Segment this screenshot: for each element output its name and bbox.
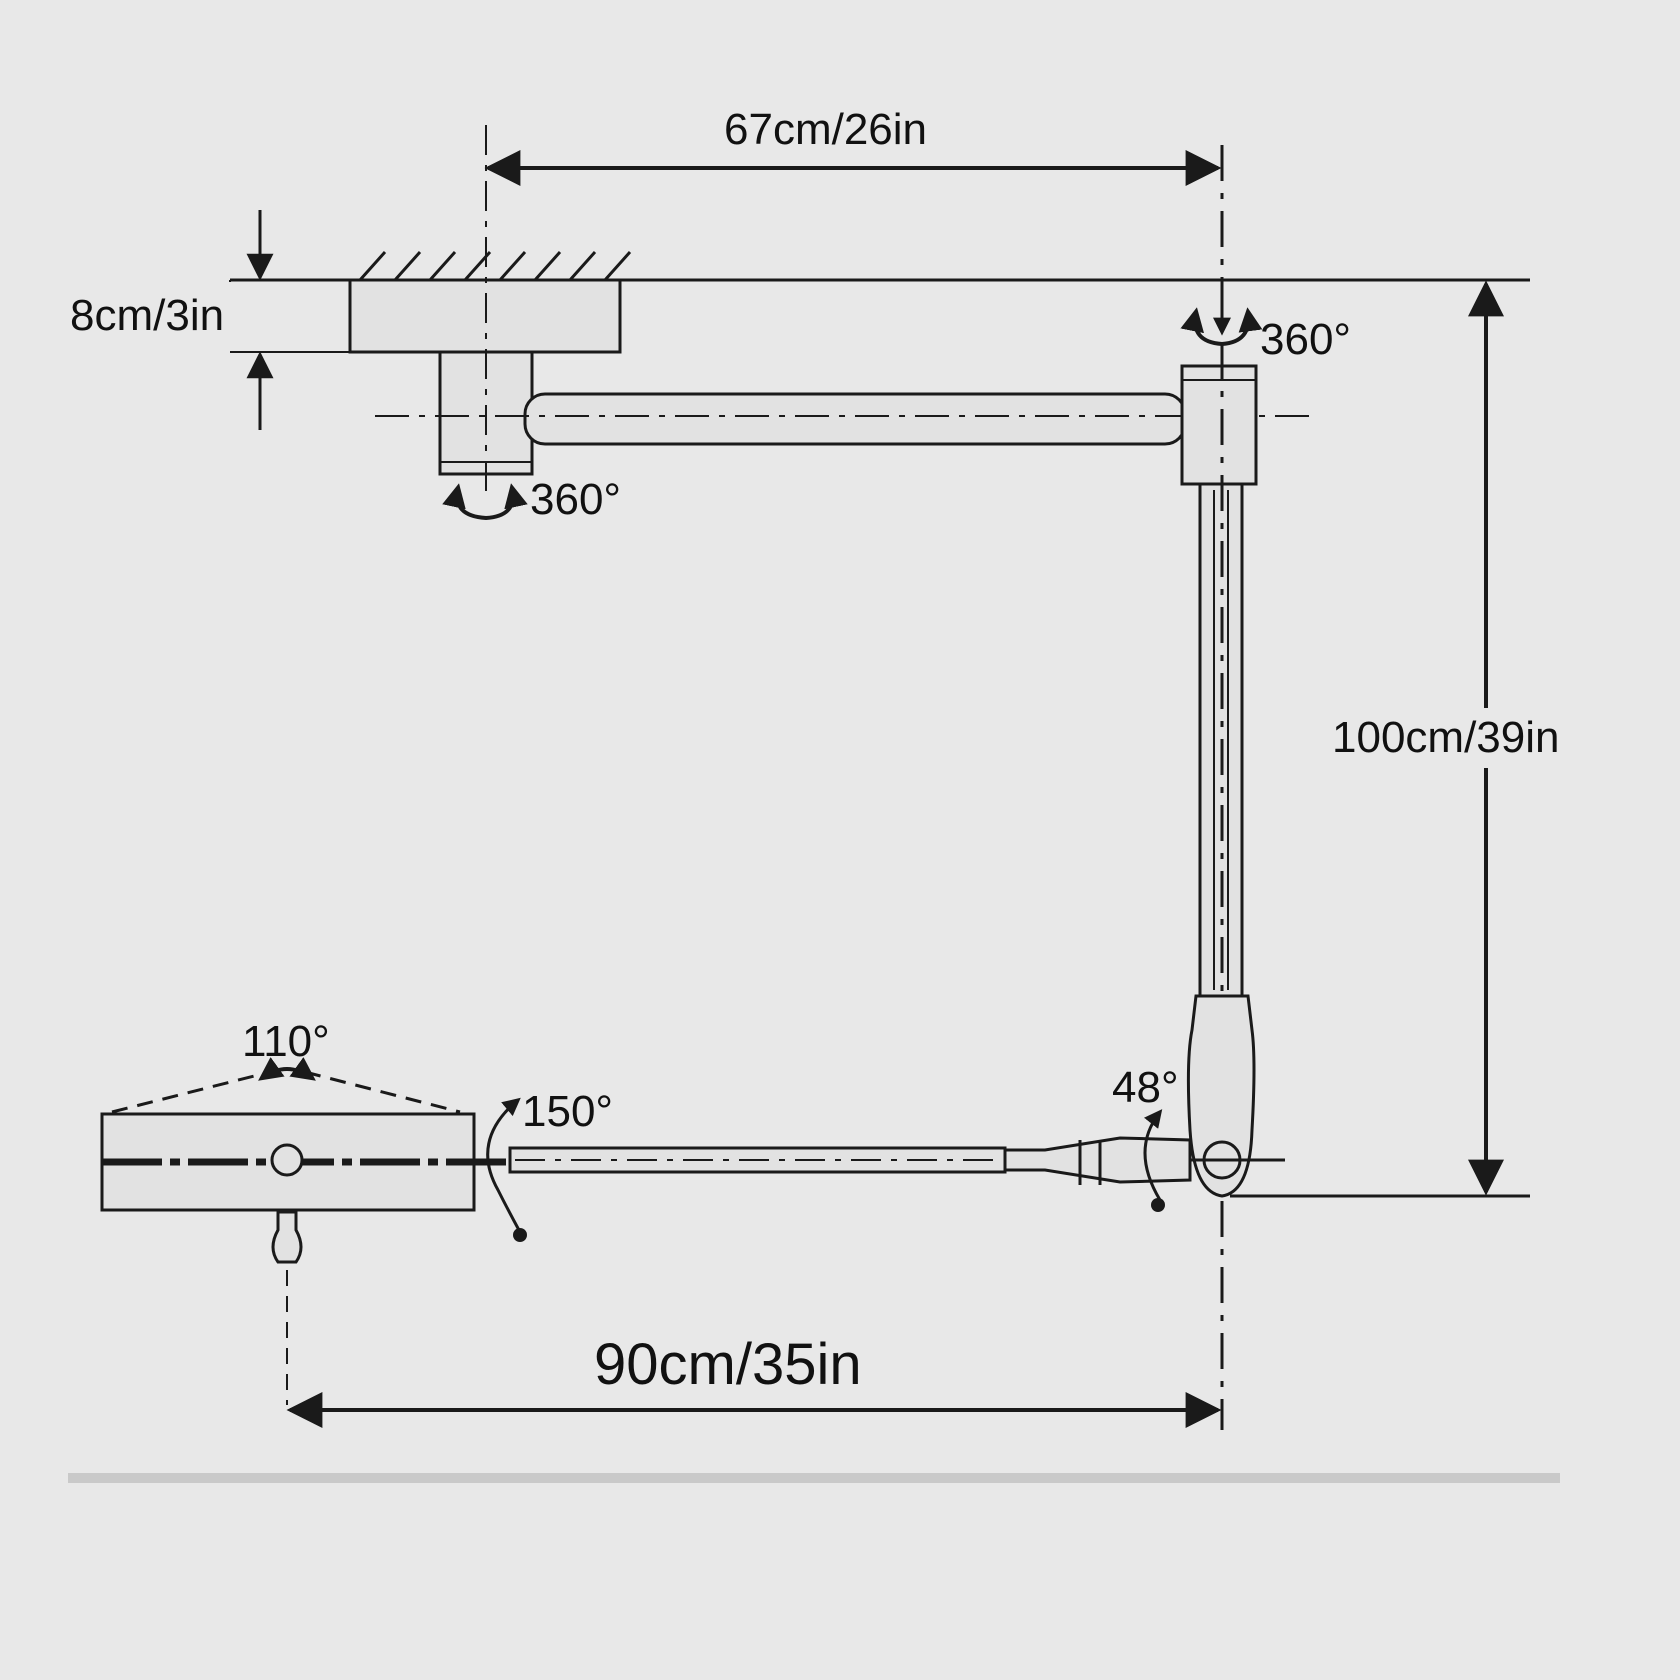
mount-thickness-label: 8cm/3in: [70, 291, 225, 340]
rotation-arrow-icon: [442, 307, 1263, 521]
elbow-joint-block: [1180, 364, 1258, 486]
head-tilt-range: [111, 1070, 461, 1114]
elbow-tilt-label: 48°: [1112, 1063, 1179, 1112]
mount-joint-rotation-label: 360°: [530, 475, 622, 524]
head-tilt-label: 110°: [242, 1017, 330, 1066]
bottom-reach-label: 90cm/35in: [594, 1332, 862, 1397]
head-pivot-arc: [486, 1097, 522, 1233]
lower-elbow-joint: [1186, 994, 1256, 1198]
head-pivot-label: 150°: [522, 1087, 614, 1136]
top-width-label: 67cm/26in: [724, 105, 928, 154]
top-joint-rotation-label: 360°: [1260, 315, 1352, 364]
lamp-handle: [271, 1210, 303, 1264]
top-arm: [523, 392, 1187, 446]
vertical-drop-label: 100cm/39in: [1332, 708, 1560, 768]
ceiling-hatch: [358, 251, 632, 281]
elbow-tilt-arc: [1143, 1109, 1163, 1201]
arm-connector: [1003, 1136, 1192, 1184]
